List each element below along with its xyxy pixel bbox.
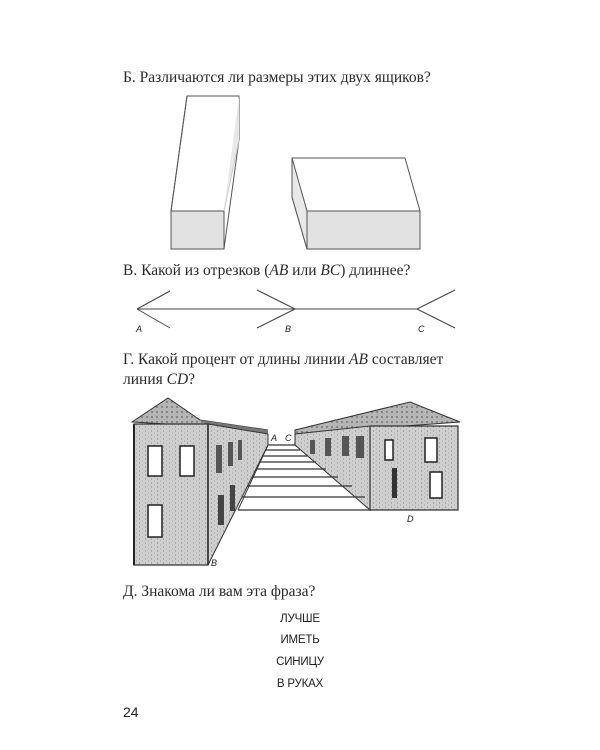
muller-lyer-illusion: A B C: [135, 289, 456, 334]
question-v-prefix: В. Какой из отрезков (: [123, 262, 270, 279]
question-g-line1-prefix: Г. Какой процент от длины линии: [123, 351, 350, 368]
segment-bc: BC: [320, 262, 341, 279]
label-a: A: [270, 433, 277, 443]
street-perspective-illustration: A C B D: [130, 397, 461, 568]
label-d: D: [407, 514, 414, 524]
question-v-suffix: ) длиннее?: [340, 262, 411, 279]
line-cd: CD: [166, 371, 189, 388]
phrase-line-3: СИНИЦУ: [276, 656, 324, 668]
phrase-line-1: ЛУЧШЕ: [280, 613, 320, 625]
question-d-text: Д. Знакома ли вам эта фраза?: [123, 583, 316, 600]
line-ab: AB: [349, 351, 368, 368]
phrase-line-2: ИМЕТЬ: [280, 634, 320, 646]
question-v-mid: или: [288, 262, 321, 279]
phrase-line-4: В РУКАХ: [276, 678, 324, 690]
label-c: C: [418, 324, 425, 334]
two-boxes-illustration: [170, 95, 421, 250]
question-v-text: В. Какой из отрезков (AB или BC) длиннее…: [123, 261, 410, 281]
question-g-text: Г. Какой процент от длины линии AB соста…: [123, 350, 443, 390]
question-g-line2-prefix: линия: [123, 371, 167, 388]
label-b: B: [285, 324, 291, 334]
question-g-line1-suffix: составляет: [367, 351, 444, 368]
page-number: 24: [123, 704, 139, 720]
label-a: A: [135, 324, 142, 334]
label-c: C: [285, 433, 292, 443]
label-b: B: [211, 558, 217, 568]
question-g-line2-suffix: ?: [188, 371, 196, 388]
segment-ab: AB: [269, 262, 289, 279]
question-b-text: Б. Различаются ли размеры этих двух ящик…: [123, 69, 431, 86]
